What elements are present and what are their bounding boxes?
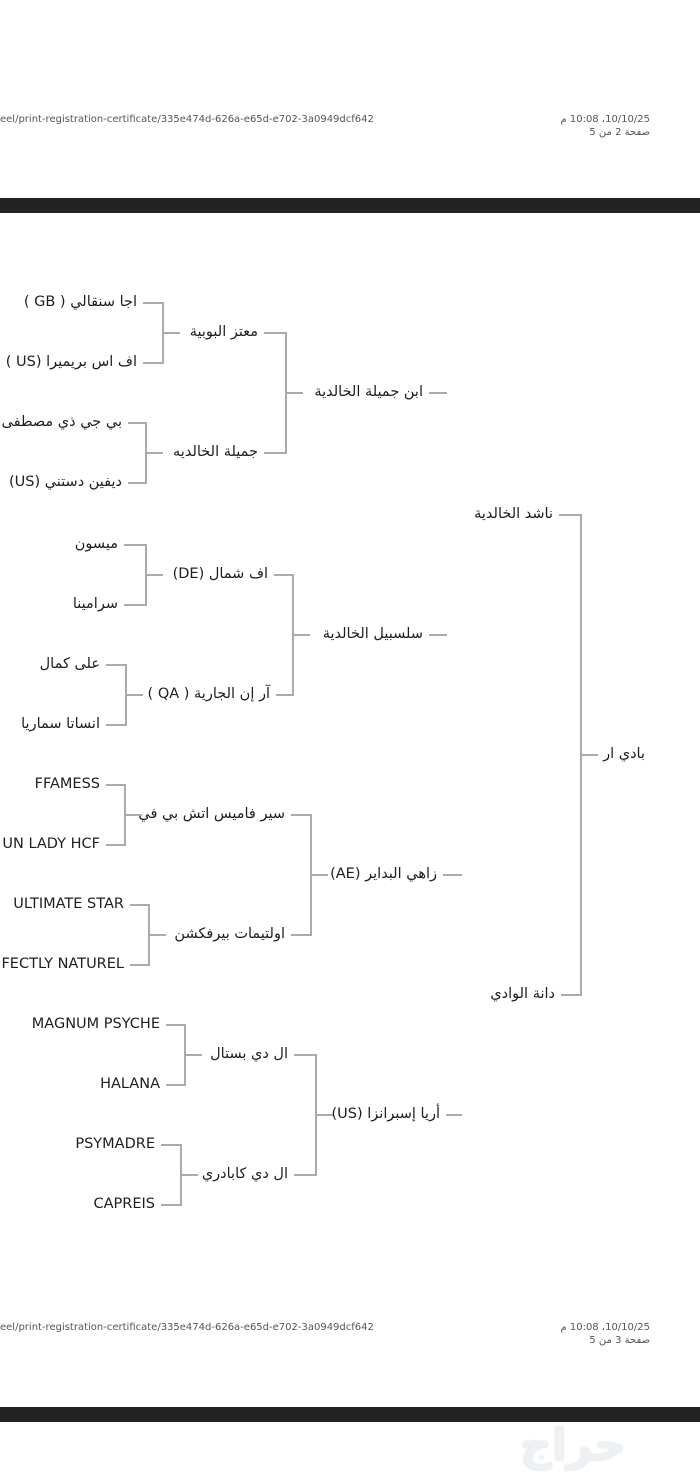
connector-line bbox=[429, 634, 447, 636]
pedigree-node-dddd: CAPREIS bbox=[93, 1196, 155, 1212]
connector-line bbox=[294, 1054, 315, 1056]
page-break-bar bbox=[0, 1407, 700, 1422]
bracket-stub bbox=[184, 1054, 202, 1056]
bracket-stub bbox=[162, 332, 180, 334]
pedigree-node-sss: معتز البوبية bbox=[189, 324, 258, 340]
pedigree-node-sssd: اف اس بريميرا (US ) bbox=[5, 354, 137, 370]
page-number: صفحة 3 من 5 bbox=[589, 1335, 650, 1346]
connector-line bbox=[124, 544, 145, 546]
bracket-stub bbox=[145, 574, 163, 576]
connector-line bbox=[106, 724, 125, 726]
connector-line bbox=[143, 302, 162, 304]
pedigree-node-dssd: UN LADY HCF bbox=[2, 836, 100, 852]
connector-line bbox=[559, 514, 580, 516]
pedigree-node-dsd: اولتيمات بيرفكشن bbox=[174, 926, 285, 942]
print-datetime: 10/10/25، 10:08 م bbox=[560, 114, 650, 125]
connector-line bbox=[166, 1084, 184, 1086]
page-break-bar bbox=[0, 198, 700, 213]
connector-line bbox=[124, 604, 145, 606]
pedigree-node-dd: أريا إسبرانزا (US) bbox=[331, 1106, 440, 1122]
pedigree-node-dss: سير فاميس اتش بي في bbox=[138, 806, 285, 822]
connector-line bbox=[128, 422, 145, 424]
bracket-stub bbox=[580, 754, 598, 756]
pedigree-node-sdds: على كمال bbox=[39, 656, 100, 672]
pedigree-node-ssds: بي جي ذي مصطفى bbox=[1, 414, 122, 430]
connector-line bbox=[276, 694, 292, 696]
print-datetime: 10/10/25، 10:08 م bbox=[560, 1322, 650, 1333]
pedigree-node-ssdd: ديفين دستني (US) bbox=[8, 474, 122, 490]
connector-line bbox=[106, 784, 124, 786]
page-number: صفحة 2 من 5 bbox=[589, 127, 650, 138]
haraj-watermark-logo: حراج bbox=[520, 1420, 626, 1471]
pedigree-node-dds: ال دي بستال bbox=[210, 1046, 288, 1062]
bracket-stub bbox=[310, 874, 328, 876]
pedigree-node-sd: سلسبيل الخالدية bbox=[322, 626, 423, 642]
connector-line bbox=[264, 452, 285, 454]
connector-line bbox=[130, 964, 148, 966]
pedigree-node-ssss: اجا سنقالي ( GB ) bbox=[23, 294, 137, 310]
connector-line bbox=[446, 1114, 462, 1116]
bracket-stub bbox=[124, 814, 142, 816]
pedigree-node-dam: دانة الوادي bbox=[490, 986, 555, 1002]
pedigree-node-ssd: جميلة الخالديه bbox=[173, 444, 258, 460]
connector-line bbox=[429, 392, 447, 394]
bracket-stub bbox=[292, 634, 310, 636]
connector-line bbox=[264, 332, 285, 334]
connector-line bbox=[561, 994, 580, 996]
print-url: eel/print-registration-certificate/335e4… bbox=[0, 114, 374, 125]
pedigree-node-sdd: آر إن الجارية ( QA ) bbox=[147, 686, 270, 702]
connector-line bbox=[143, 362, 162, 364]
pedigree-node-ss: ابن جميلة الخالدية bbox=[314, 384, 423, 400]
pedigree-node-sire: ناشد الخالدية bbox=[474, 506, 553, 522]
connector-line bbox=[294, 1174, 315, 1176]
connector-line bbox=[166, 1024, 184, 1026]
pedigree-node-ddss: MAGNUM PSYCHE bbox=[31, 1016, 160, 1032]
connector-line bbox=[443, 874, 462, 876]
bracket-stub bbox=[125, 694, 143, 696]
print-url: eel/print-registration-certificate/335e4… bbox=[0, 1322, 374, 1333]
connector-line bbox=[161, 1204, 180, 1206]
pedigree-node-dsds: ULTIMATE STAR bbox=[13, 896, 124, 912]
bracket-stub bbox=[180, 1174, 198, 1176]
pedigree-node-sds: اف شمال (DE) bbox=[172, 566, 268, 582]
pedigree-node-horse: بادي ار bbox=[603, 746, 645, 762]
pedigree-node-sdss: ميسون bbox=[74, 536, 118, 552]
connector-line bbox=[161, 1144, 180, 1146]
pedigree-node-sdsd: سرامينا bbox=[72, 596, 118, 612]
pedigree-node-ddds: PSYMADRE bbox=[75, 1136, 155, 1152]
connector-line bbox=[291, 814, 310, 816]
bracket-stub bbox=[148, 934, 166, 936]
pedigree-node-dsdd: FECTLY NATUREL bbox=[1, 956, 124, 972]
connector-line bbox=[106, 664, 125, 666]
connector-line bbox=[274, 574, 292, 576]
connector-line bbox=[291, 934, 310, 936]
connector-line bbox=[130, 904, 148, 906]
bracket-stub bbox=[145, 452, 163, 454]
bracket-stub bbox=[315, 1114, 333, 1116]
pedigree-node-ds: زاهي البداير (AE) bbox=[330, 866, 437, 882]
connector-line bbox=[128, 482, 145, 484]
pedigree-node-ddd: ال دي كابادري bbox=[201, 1166, 288, 1182]
connector-line bbox=[106, 844, 124, 846]
pedigree-node-sddd: انساتا سماريا bbox=[21, 716, 100, 732]
pedigree-node-ddsd: HALANA bbox=[100, 1076, 160, 1092]
pedigree-node-dsss: FFAMESS bbox=[34, 776, 100, 792]
bracket-stub bbox=[285, 392, 303, 394]
